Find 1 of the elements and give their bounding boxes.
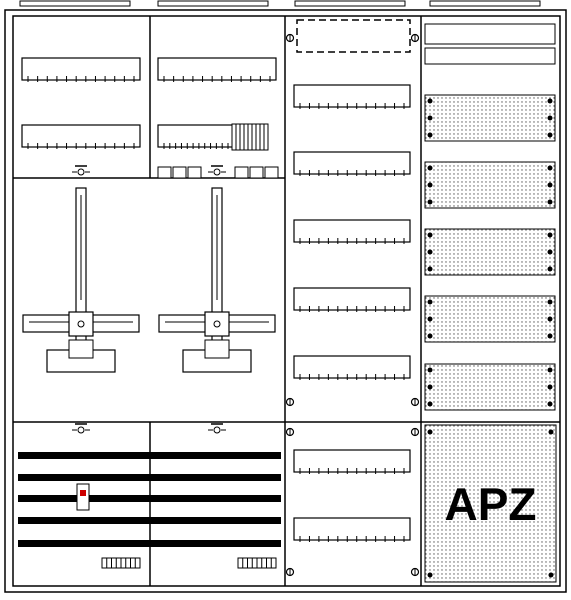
panel-label: APZ <box>444 480 536 526</box>
